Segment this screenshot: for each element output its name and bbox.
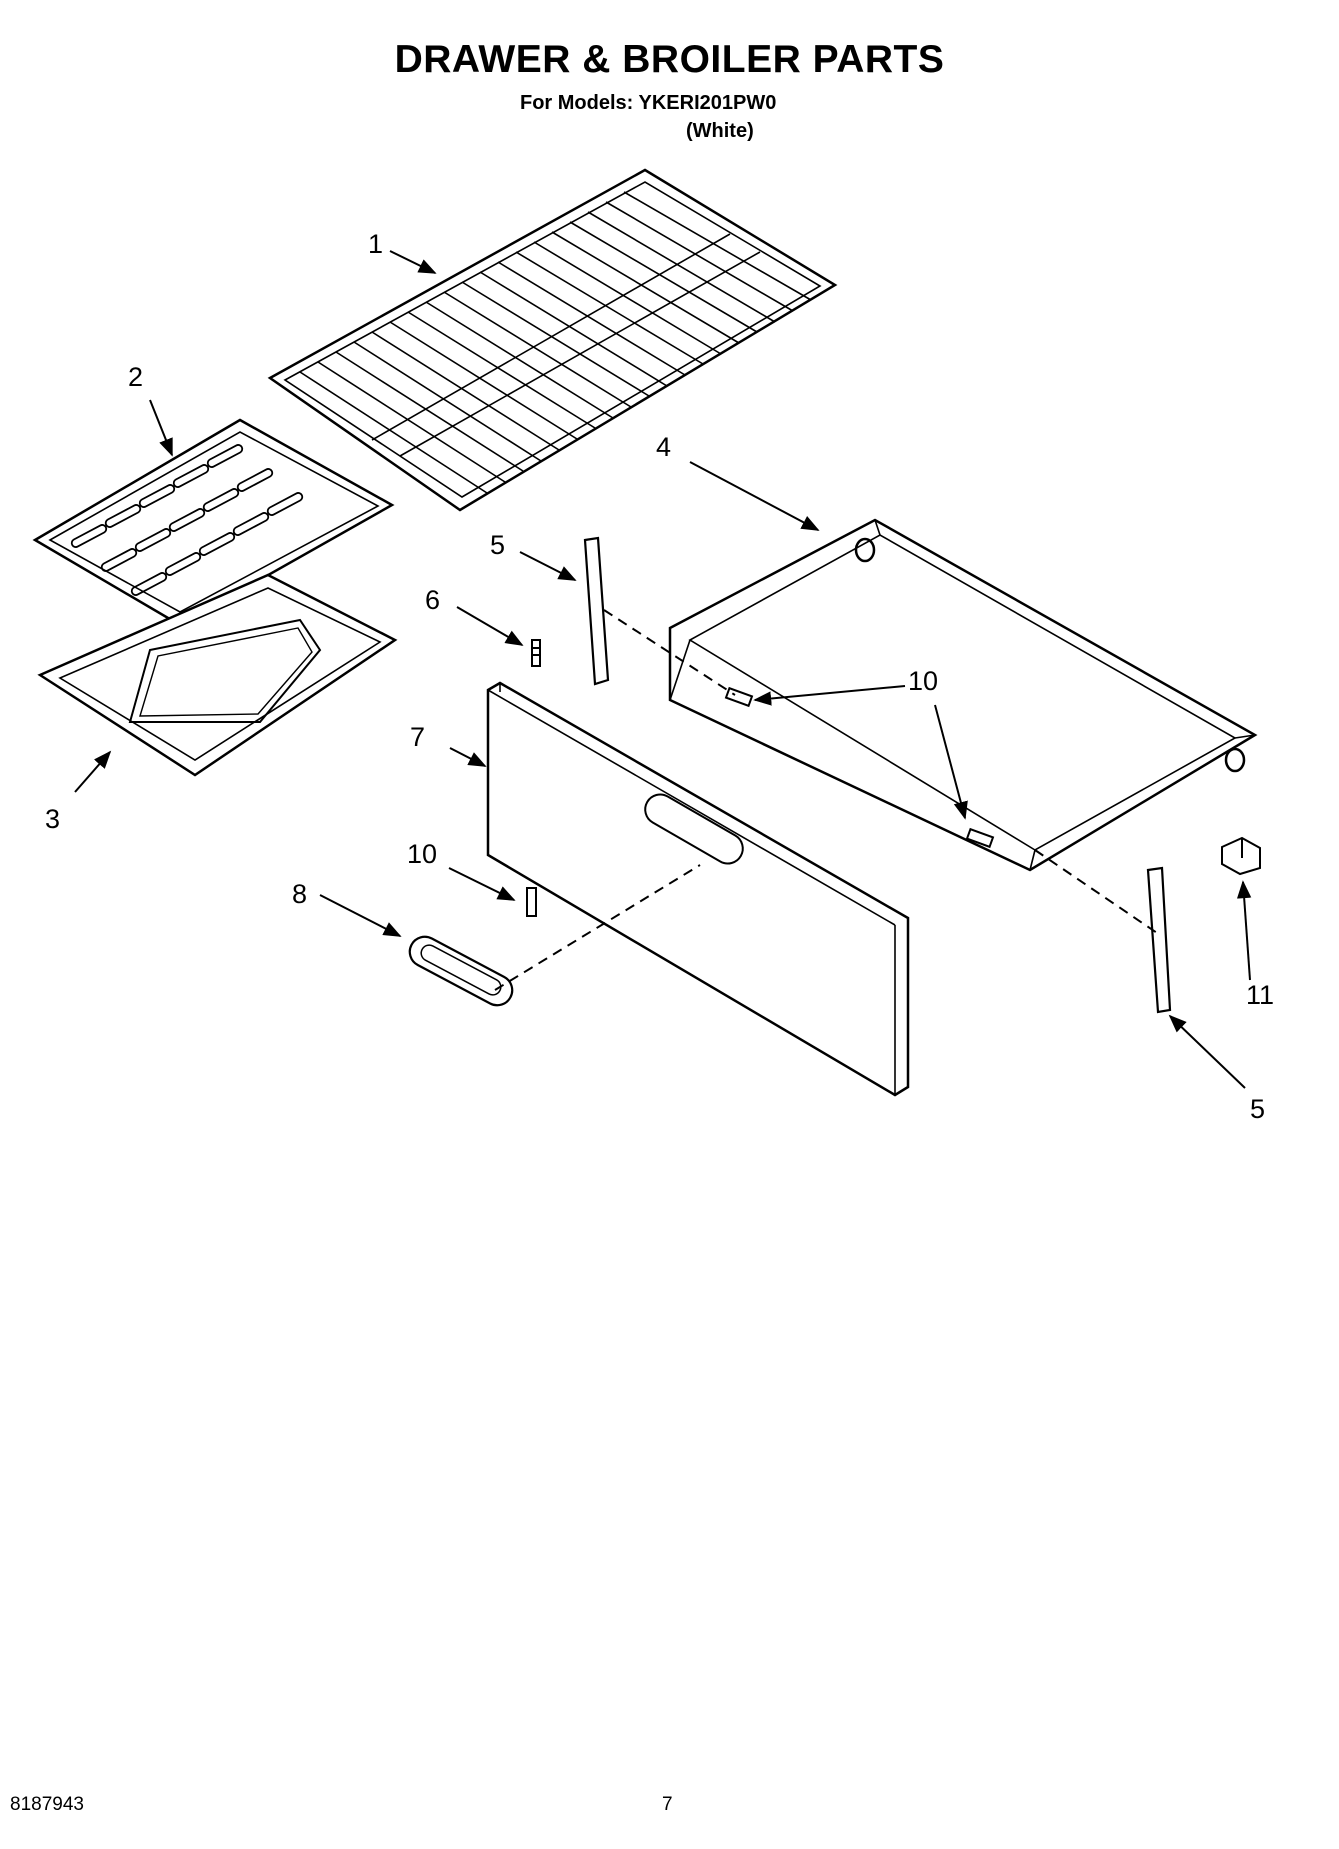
callout-10-right: 10	[908, 666, 938, 696]
models-line: For Models: YKERI201PW0	[520, 92, 777, 114]
broiler-grid-part	[32, 418, 395, 627]
callout-4: 4	[656, 432, 671, 462]
callout-5-top: 5	[490, 530, 505, 560]
page-title: DRAWER & BROILER PARTS	[394, 38, 945, 81]
callout-5-bottom: 5	[1250, 1094, 1265, 1124]
screw-part	[531, 639, 541, 667]
callout-leaders	[74, 250, 1252, 1089]
callout-6: 6	[425, 585, 440, 615]
drawer-screw-part	[526, 686, 995, 917]
callout-1: 1	[368, 229, 383, 259]
clip-part	[1221, 836, 1261, 876]
color-line: (White)	[686, 120, 754, 142]
drawer-body-part	[668, 518, 1258, 872]
callout-11: 11	[1246, 980, 1274, 1010]
callout-10-left: 10	[407, 839, 437, 869]
page-number: 7	[662, 1794, 673, 1815]
document-number: 8187943	[10, 1794, 84, 1815]
broiler-pan-part	[37, 573, 398, 777]
assembly-lines	[494, 609, 1161, 991]
drawer-slide-part	[583, 536, 1172, 1014]
callout-7: 7	[410, 722, 425, 752]
callout-8: 8	[292, 879, 307, 909]
handle-part	[408, 935, 514, 1007]
oven-rack-part	[267, 168, 838, 512]
callout-3: 3	[45, 804, 60, 834]
drawer-front-part	[486, 681, 910, 1097]
callout-2: 2	[128, 362, 143, 392]
